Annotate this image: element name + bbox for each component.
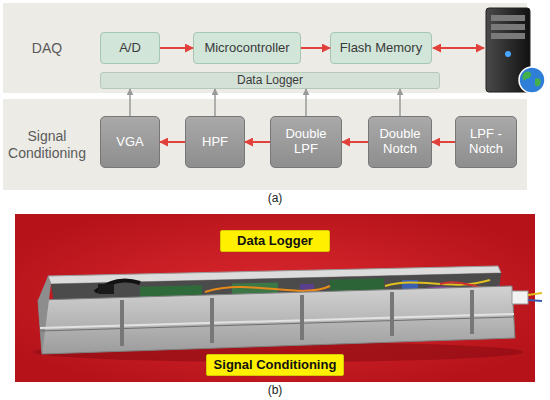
arrow-connector (160, 47, 193, 49)
arrow-connector (301, 47, 330, 49)
filter-box: Double LPF (270, 116, 342, 168)
globe-land (523, 72, 541, 87)
arrow-connector (160, 141, 185, 143)
filter-box: HPF (185, 116, 245, 168)
arrow-connector (129, 89, 131, 116)
post (300, 295, 304, 340)
power-light (505, 51, 511, 57)
arrow-connector (342, 141, 368, 143)
caption-label: (a) (255, 192, 295, 206)
node-text: Signal Conditioning (3, 99, 91, 190)
arrow-connector (305, 89, 307, 116)
server-body (486, 8, 530, 92)
process-box: A/D (100, 32, 160, 64)
node-text: Data Logger (237, 234, 313, 249)
process-box: Microcontroller (193, 32, 301, 64)
post (210, 298, 214, 343)
filter-box: Double Notch (368, 116, 432, 168)
node-text: Data Logger (237, 74, 303, 88)
server-icon (486, 8, 545, 93)
wire (528, 293, 542, 295)
arrow-connector (399, 89, 401, 116)
device-side (38, 276, 51, 354)
node-text: DAQ (3, 3, 91, 93)
wire (528, 300, 542, 301)
filter-box: VGA (100, 116, 160, 168)
plug (512, 291, 528, 304)
drive-bay (491, 33, 525, 39)
photo-tag: Signal Conditioning (206, 354, 344, 376)
photo-background (15, 214, 535, 382)
post (390, 292, 394, 336)
connector (98, 284, 114, 294)
caption-label: (b) (255, 384, 295, 398)
node-text: VGA (116, 135, 143, 150)
post (120, 300, 124, 346)
arrow-connector (214, 89, 216, 116)
filter-box: LPF - Notch (455, 116, 517, 168)
photo-tag: Data Logger (220, 230, 330, 252)
logger-bar: Data Logger (100, 72, 440, 89)
post (470, 290, 474, 334)
band-panel: Signal Conditioning VGA HPF Double LPF Doubl… (3, 99, 527, 190)
device-front (38, 286, 515, 354)
node-text: Signal Conditioning (214, 358, 337, 373)
process-box: Flash Memory (330, 32, 432, 64)
arrow-connector (245, 141, 270, 143)
node-text: Flash Memory (340, 41, 422, 56)
band-panel: DAQ A/D Microcontroller Flash MemoryData Lo… (3, 3, 527, 93)
double-arrow (433, 47, 484, 49)
component (402, 280, 418, 289)
node-text: LPF - Notch (460, 127, 512, 157)
drive-bay (491, 24, 525, 30)
node-text: Double LPF (275, 127, 337, 157)
node-text: HPF (202, 135, 228, 150)
node-text: Microcontroller (204, 41, 289, 56)
device-photo (15, 214, 542, 382)
wire (205, 286, 330, 292)
arrow-connector (432, 141, 455, 143)
node-text: A/D (119, 41, 141, 56)
rail (40, 314, 514, 328)
node-text: Double Notch (373, 127, 427, 157)
drive-bay (491, 15, 525, 21)
globe (519, 67, 545, 93)
rail (40, 317, 514, 331)
